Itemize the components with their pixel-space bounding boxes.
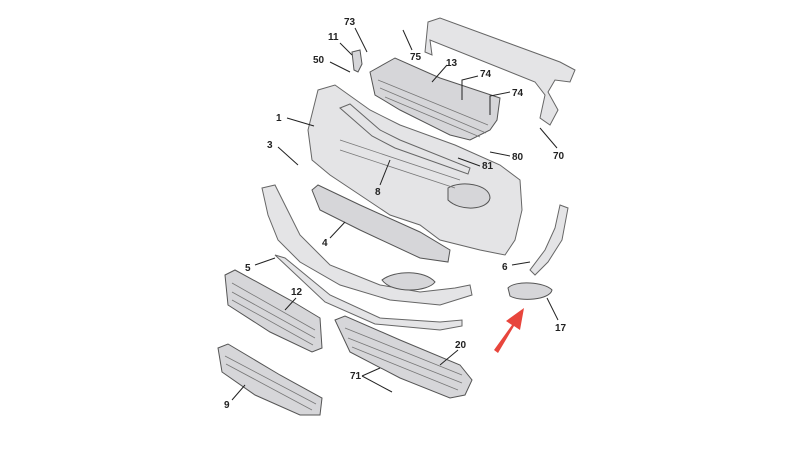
label-1: 1 — [276, 113, 282, 124]
part-side-trim — [529, 204, 569, 276]
leader-lines — [231, 27, 559, 401]
label-5: 5 — [245, 263, 251, 274]
label-9: 9 — [224, 400, 230, 411]
label-74-lower: 74 — [512, 88, 524, 99]
label-6: 6 — [502, 262, 508, 273]
label-74-upper: 74 — [480, 69, 492, 80]
part-grille-9 — [217, 343, 323, 416]
label-13: 13 — [446, 58, 458, 69]
label-8: 8 — [375, 187, 381, 198]
part-chrome-strip — [339, 103, 471, 175]
part-absorber — [311, 184, 451, 263]
label-71: 71 — [350, 371, 362, 382]
part-fog-lamp-surround — [507, 282, 553, 300]
label-4: 4 — [322, 238, 328, 249]
label-50: 50 — [313, 55, 325, 66]
label-81: 81 — [482, 161, 494, 172]
label-80: 80 — [512, 152, 524, 163]
part-lower-bumper — [261, 184, 473, 306]
highlight-arrow-icon — [494, 308, 524, 353]
part-lower-grille-20 — [334, 315, 473, 399]
label-70: 70 — [553, 151, 565, 162]
part-bracket — [351, 49, 363, 73]
part-grille-12 — [224, 269, 323, 353]
part-bumper-cover — [307, 84, 523, 256]
part-upper-grille — [369, 57, 501, 141]
label-3: 3 — [267, 140, 273, 151]
label-17: 17 — [555, 323, 567, 334]
label-20: 20 — [455, 340, 467, 351]
label-73: 73 — [344, 17, 356, 28]
label-12: 12 — [291, 287, 303, 298]
label-11: 11 — [328, 32, 339, 43]
part-trim-strip — [274, 254, 463, 331]
label-75: 75 — [410, 52, 422, 63]
part-reinforcement-beam — [424, 17, 576, 126]
